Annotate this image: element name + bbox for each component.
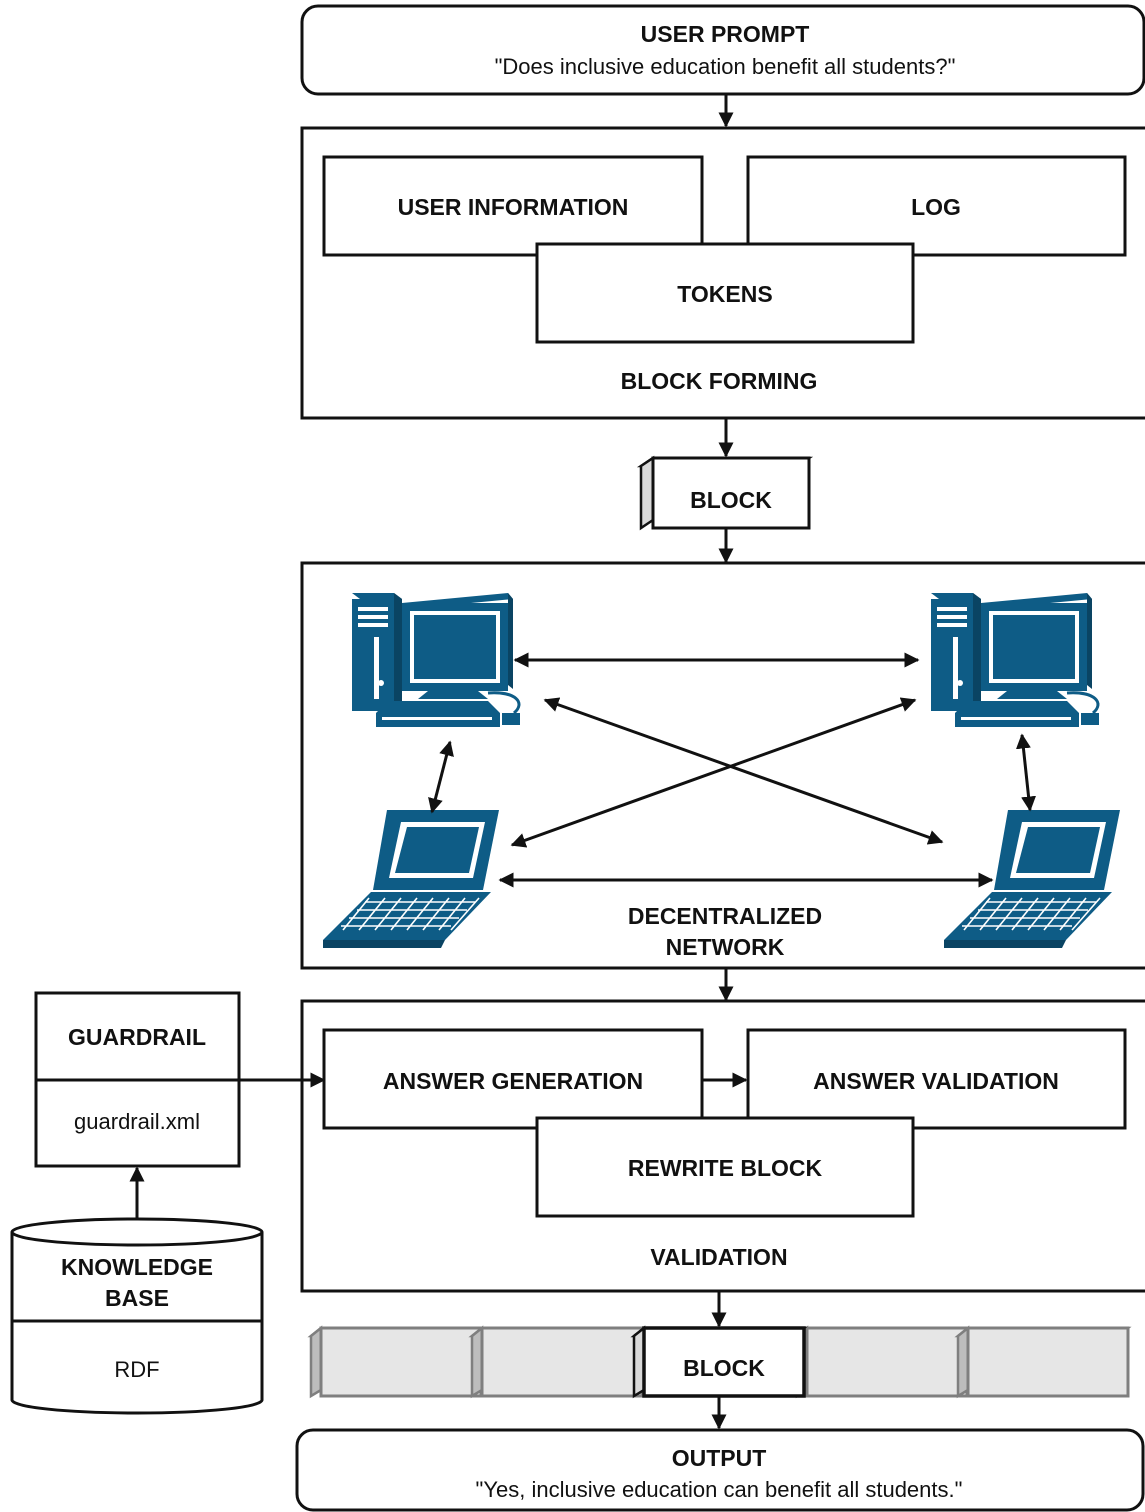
rewrite-block-label: REWRITE BLOCK — [628, 1155, 823, 1181]
chain-block-current: BLOCK — [630, 1325, 808, 1399]
output-text: "Yes, inclusive education can benefit al… — [476, 1477, 963, 1502]
answer-generation-label: ANSWER GENERATION — [383, 1068, 643, 1094]
guardrail-box: GUARDRAIL guardrail.xml — [34, 991, 241, 1168]
user-prompt-box: USER PROMPT "Does inclusive education be… — [300, 4, 1145, 96]
chain-block — [468, 1325, 646, 1399]
validation-label: VALIDATION — [650, 1244, 787, 1270]
output-box: OUTPUT "Yes, inclusive education can ben… — [295, 1428, 1145, 1512]
guardrail-file: guardrail.xml — [74, 1109, 200, 1134]
user-prompt-title: USER PROMPT — [641, 21, 810, 47]
link-desktop-laptop-diagonal — [510, 697, 917, 848]
knowledge-base-format: RDF — [114, 1357, 159, 1382]
decentralized-network-container: DECENTRALIZED NETWORK — [300, 561, 1145, 970]
output-title: OUTPUT — [672, 1445, 767, 1471]
block-forming-container: USER INFORMATION LOG TOKENS BLOCK FORMIN… — [300, 126, 1145, 420]
answer-validation-box — [746, 1028, 1127, 1130]
rewrite-block-box — [535, 1116, 915, 1218]
chain-block — [954, 1325, 1132, 1399]
block-chain: BLOCK — [307, 1325, 1132, 1399]
link-desktop-laptop-left — [428, 740, 454, 814]
link-desktop-laptop-right — [1015, 733, 1037, 812]
user-prompt-text: "Does inclusive education benefit all st… — [495, 54, 956, 79]
tokens-label: TOKENS — [677, 281, 772, 307]
network-label-line2: NETWORK — [666, 934, 785, 960]
tokens-box — [535, 242, 915, 344]
chain-block — [793, 1325, 971, 1399]
log-box — [746, 155, 1127, 257]
knowledge-base-cylinder: KNOWLEDGE BASE RDF — [10, 1217, 264, 1415]
user-information-box — [322, 155, 704, 257]
validation-container: ANSWER GENERATION ANSWER VALIDATION REWR… — [300, 999, 1145, 1293]
log-label: LOG — [911, 194, 961, 220]
user-information-label: USER INFORMATION — [398, 194, 629, 220]
knowledge-base-title-line1: KNOWLEDGE — [61, 1254, 213, 1280]
chain-block-label: BLOCK — [683, 1355, 765, 1381]
block-1: BLOCK — [636, 455, 814, 531]
network-label-line1: DECENTRALIZED — [628, 903, 822, 929]
answer-validation-label: ANSWER VALIDATION — [813, 1068, 1059, 1094]
block-forming-label: BLOCK FORMING — [621, 368, 818, 394]
block-1-label: BLOCK — [690, 487, 772, 513]
knowledge-base-title-line2: BASE — [105, 1285, 169, 1311]
chain-block — [307, 1325, 485, 1399]
guardrail-title: GUARDRAIL — [68, 1024, 206, 1050]
